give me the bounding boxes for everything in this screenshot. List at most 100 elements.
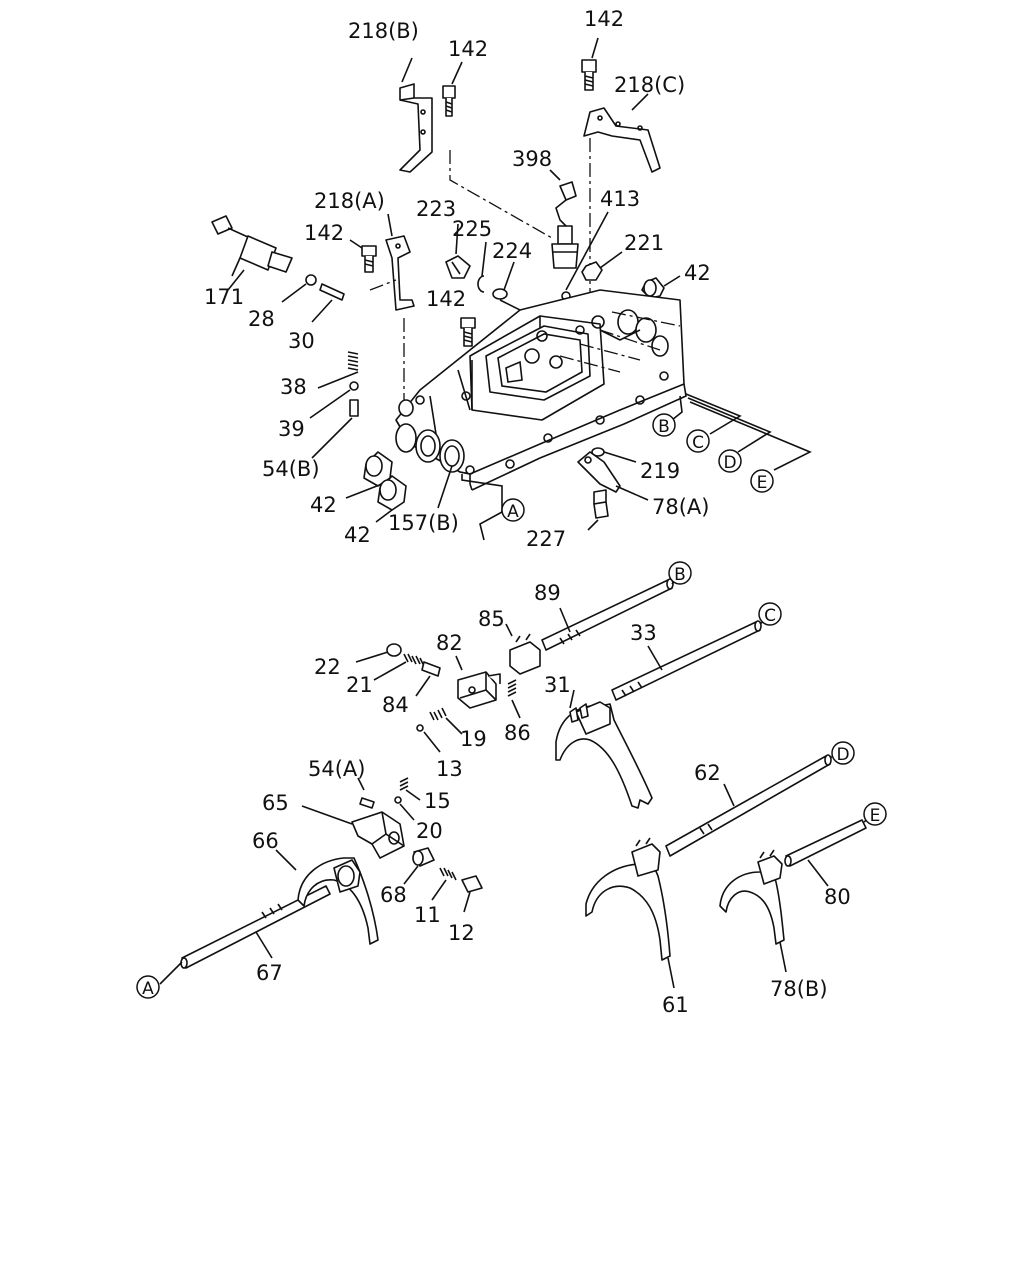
leader-157b [437,465,453,509]
label-227: 227 [526,527,566,551]
label-413: 413 [600,187,640,211]
label-65: 65 [262,791,289,815]
leader-219 [603,451,637,463]
leader-413 [565,211,609,291]
label-218a: 218(A) [314,189,385,213]
label-219: 219 [640,459,680,483]
bolt-142-mid [349,239,377,273]
shift-fork-31 [555,689,653,809]
ref-circle-c-top [686,429,710,453]
sensor-398 [549,169,579,269]
ref-letter-d-top: D [723,453,736,473]
solenoid-171 [211,215,293,291]
ball-39 [349,381,359,391]
shift-fork-66 [275,849,379,945]
label-85: 85 [478,607,505,631]
bracket-218c [583,93,661,173]
ref-circle-e-rod [863,802,887,826]
label-20: 20 [416,819,443,843]
label-31: 31 [544,673,571,697]
leader-39 [309,389,351,419]
ref-circle-e-top [750,469,774,493]
leader-20 [399,803,415,821]
leader-13 [423,731,441,753]
ref-line-b [671,395,683,421]
label-221: 221 [624,231,664,255]
bracket-218b [399,57,433,173]
shift-rod-89 [541,575,679,651]
label-142-b: 142 [584,7,624,31]
interlock-82 [455,655,501,709]
ref-line-c [685,393,742,435]
ref-circle-a-rod [136,975,160,999]
spring-15 [399,777,421,801]
label-67: 67 [256,961,283,985]
label-13: 13 [436,757,463,781]
shift-fork-61 [585,837,675,989]
ball-28 [305,274,317,286]
bolt-142-center [460,317,476,347]
label-28: 28 [248,307,275,331]
selector-head-65 [301,805,405,859]
label-22: 22 [314,655,341,679]
label-224: 224 [492,239,532,263]
lever-78a [577,451,649,501]
ref-letter-c-rod: C [764,606,776,626]
ref-line-a [461,474,503,541]
plunger-84 [415,661,441,697]
label-11: 11 [414,903,441,927]
spring-38 [317,351,359,389]
label-15: 15 [424,789,451,813]
shift-fork-78b [719,849,787,973]
leader-28 [281,283,307,303]
shift-rod-67 [159,885,331,985]
label-218c: 218(C) [614,73,685,97]
ref-circle-d-top [718,449,742,473]
ref-letter-a-top: A [507,502,519,522]
spring-19 [429,707,463,735]
label-54a: 54(A) [308,757,365,781]
spring-21 [373,653,425,681]
label-12: 12 [448,921,475,945]
shift-rod-62 [665,751,841,857]
ref-circle-a-top [501,498,525,522]
plug-12 [461,875,483,913]
label-21: 21 [346,673,373,697]
bushing-42-a [345,451,393,499]
pin-227 [587,489,609,531]
label-38: 38 [280,375,307,399]
ref-letter-e-rod: E [870,806,881,826]
label-84: 84 [382,693,409,717]
label-54b: 54(B) [262,457,320,481]
ref-circle-b-rod [668,561,692,585]
ball-13 [416,724,424,732]
ref-letter-d-rod: D [836,745,849,765]
ref-line-d [687,397,772,453]
spring-86 [507,679,521,719]
ref-circle-d-rod [831,741,855,765]
ball-20 [394,796,402,804]
washer-224 [492,288,508,300]
ring-225 [477,275,485,293]
label-68: 68 [380,883,407,907]
pin-54a [357,777,375,809]
block-85 [505,623,541,675]
label-398: 398 [512,147,552,171]
plug-223 [445,223,471,279]
pin-54b [311,399,359,459]
axis-line-218b [449,150,553,239]
pin-30 [311,283,345,323]
plug-22 [355,643,402,663]
ref-circle-c-rod [758,602,782,626]
label-82: 82 [436,631,463,655]
shift-rod-80 [784,815,873,887]
label-61: 61 [662,993,689,1017]
ref-line-e [689,401,812,471]
label-66: 66 [252,829,279,853]
ref-letter-b-top: B [658,417,670,437]
label-78a: 78(A) [652,495,709,519]
label-42-b: 42 [310,493,337,517]
label-157b: 157(B) [388,511,459,535]
label-62: 62 [694,761,721,785]
